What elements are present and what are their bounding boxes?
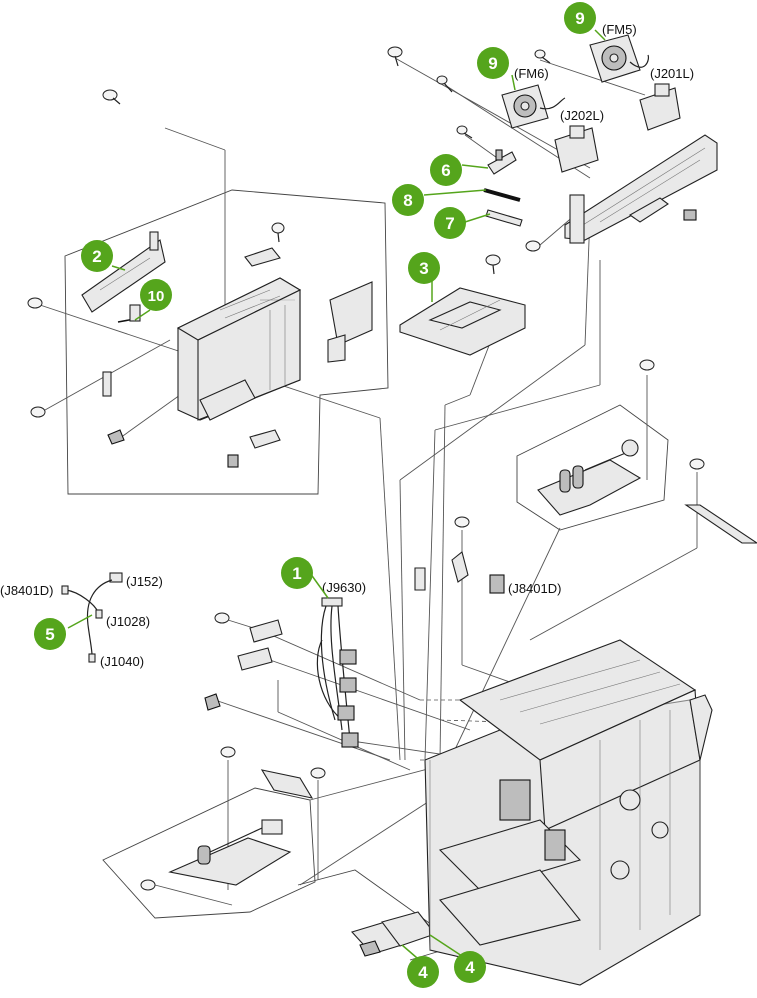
screw-left-top: [102, 89, 121, 105]
sensor-bracket: [414, 551, 505, 594]
fan-bracket-j201l: [639, 83, 681, 131]
fan-fm5: [589, 34, 650, 83]
screw-left-mid: [27, 297, 43, 309]
callout-circle: [392, 184, 424, 216]
callout-1: 1: [281, 557, 313, 589]
callout-4a: 4: [407, 956, 439, 988]
callout-9b: 9: [477, 47, 509, 79]
side-plate-left: [327, 281, 373, 363]
callout-circle: [34, 618, 66, 650]
left-assembly-group-outline: [64, 189, 389, 495]
mount-plates: [204, 619, 283, 711]
long-guide-rail: [684, 504, 757, 544]
cage-assembly: [176, 277, 302, 421]
label-j201l: (J201L): [650, 66, 694, 81]
pickup-roller-group-outline: [516, 404, 669, 531]
fan-bracket-j202l: [554, 125, 599, 173]
label-j8401d-left: (J8401D): [0, 583, 53, 598]
callout-2: 2: [81, 240, 113, 272]
callout-number: 6: [441, 161, 450, 180]
callout-circle: [454, 951, 486, 983]
part-1-wire-harness: [316, 597, 359, 748]
screw-top-1: [387, 46, 403, 67]
screw-left-low: [30, 406, 46, 418]
screw-lower-2: [310, 767, 326, 779]
callout-8: 8: [392, 184, 424, 216]
screw-left-cage: [271, 222, 285, 243]
callout-7: 7: [434, 207, 466, 239]
callout-circle: [81, 240, 113, 272]
label-j9630: (J9630): [322, 580, 366, 595]
part-2-bracket: [81, 231, 166, 313]
screw-lower-1: [220, 746, 236, 758]
guide-group-outline: [297, 869, 462, 961]
label-j152: (J152): [126, 574, 163, 589]
screws: [27, 46, 705, 891]
callout-number: 5: [45, 625, 54, 644]
label-fm5: (FM5): [602, 22, 637, 37]
callout-number: 1: [292, 564, 301, 583]
label-j202l: (J202L): [560, 108, 604, 123]
screw-plates: [214, 612, 230, 624]
label-fm6: (FM6): [514, 66, 549, 81]
screw-top-4: [456, 125, 473, 139]
label-j8401d-right: (J8401D): [508, 581, 561, 596]
callout-circle: [434, 207, 466, 239]
callout-5: 5: [34, 618, 66, 650]
screw-sensor: [454, 516, 470, 528]
label-j1028: (J1028): [106, 614, 150, 629]
callout-4b: 4: [454, 951, 486, 983]
part-3-plate: [399, 287, 526, 356]
screw-lower-3: [140, 879, 156, 891]
callout-number: 7: [445, 214, 454, 233]
part-5-wire-harness: [61, 572, 123, 663]
callout-bubbles: 1 2 3 4 4 5 6 7 8 9 9 10: [34, 2, 596, 988]
callout-circle: [281, 557, 313, 589]
screw-plate: [485, 254, 501, 275]
fan-fm6: [501, 84, 566, 129]
part-7-guide: [485, 209, 523, 227]
screw-pickup: [639, 359, 655, 371]
part-8-spring-rod: [483, 188, 521, 202]
callout-number: 4: [418, 963, 428, 982]
callout-3: 3: [408, 252, 440, 284]
callout-circle: [408, 252, 440, 284]
callout-circle: [407, 956, 439, 988]
callout-number: 4: [465, 958, 475, 977]
callout-number: 9: [488, 54, 497, 73]
connector-labels: (FM5) (J201L) (FM6) (J202L) (J9630) (J84…: [0, 22, 694, 669]
main-printer-chassis: [424, 639, 713, 986]
small-parts-left: [102, 247, 281, 468]
callout-9a: 9: [564, 2, 596, 34]
callout-number: 8: [403, 191, 412, 210]
part-6-bracket: [487, 149, 517, 175]
lower-roller-group-outline: [102, 787, 316, 919]
callout-number: 3: [419, 259, 428, 278]
callout-circle: [430, 154, 462, 186]
screw-rail: [525, 240, 541, 252]
callout-6: 6: [430, 154, 462, 186]
screw-rail-right: [689, 458, 705, 470]
callout-circle: [564, 2, 596, 34]
pickup-roller-assembly: [537, 439, 642, 516]
callout-circle: [140, 279, 172, 311]
part-4-guides: [351, 911, 436, 957]
screw-top-2: [436, 75, 453, 93]
callout-number: 2: [92, 247, 101, 266]
lower-roller-assembly: [168, 769, 314, 886]
label-j1040: (J1040): [100, 654, 144, 669]
top-rail-bracket: [564, 134, 718, 244]
callout-number: 10: [148, 288, 165, 305]
callout-circle: [477, 47, 509, 79]
callout-number: 9: [575, 9, 584, 28]
screw-top-3: [534, 49, 551, 64]
callout-10: 10: [140, 279, 172, 311]
